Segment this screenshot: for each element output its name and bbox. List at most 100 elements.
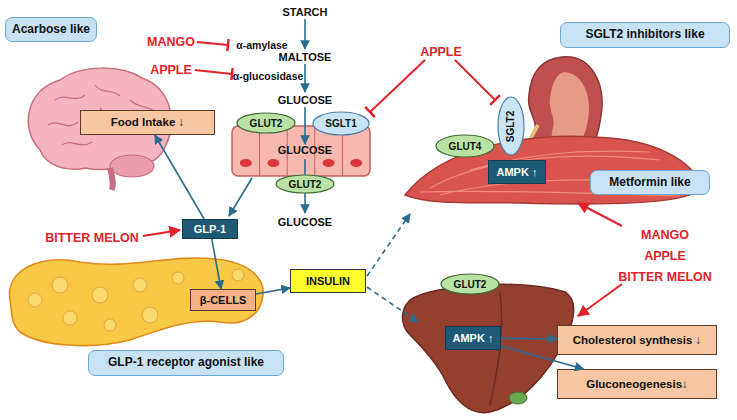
pancreas-lobule — [28, 293, 42, 307]
pancreas-lobule — [63, 311, 77, 325]
category-box: GLP-1 receptor agonist like — [88, 350, 284, 376]
category-box: Acarbose like — [5, 17, 97, 42]
fruit-label: BITTER MELON — [618, 270, 712, 284]
cell-border — [259, 126, 260, 176]
fruit-label: MANGO — [147, 35, 195, 49]
cell-nucleus — [323, 159, 335, 167]
enzyme-box: AMPK ↑ — [488, 160, 546, 184]
liver-shape — [403, 284, 574, 412]
node-text: Metformin like — [609, 176, 690, 189]
pancreas-lobule — [133, 278, 147, 292]
effect-box: Cholesterol synthesis ↓ — [557, 325, 717, 355]
category-box: Metformin like — [590, 170, 710, 195]
fruit-label: APPLE — [420, 45, 462, 59]
oval-shape — [313, 112, 369, 135]
oval-shape — [498, 97, 524, 155]
node-text: SGLT2 — [506, 110, 517, 141]
node-text: GLUT2 — [250, 118, 283, 129]
category-box: SGLT2 inhibitors like — [560, 22, 730, 48]
fruit-label: APPLE — [150, 63, 192, 77]
cell-nucleus — [240, 159, 252, 167]
node-text: Acarbose like — [12, 23, 90, 36]
molecule-label: GLUCOSE — [278, 144, 332, 156]
flow-arrow — [304, 19, 306, 49]
connector-arrow — [155, 135, 204, 219]
pancreas-lobule — [104, 319, 116, 331]
brain-stem — [110, 168, 113, 190]
cell-nucleus — [267, 159, 279, 167]
node-text: SGLT2 inhibitors like — [585, 28, 704, 41]
node-text: GLUT2 — [454, 279, 487, 290]
fruit-label: MANGO — [641, 228, 689, 242]
gallbladder — [509, 392, 527, 404]
pancreas-lobule — [172, 272, 184, 284]
inhibition-bar — [231, 68, 232, 80]
fruit-label: BITTER MELON — [45, 231, 139, 245]
transporter-oval: GLUT2 — [440, 273, 500, 295]
molecule-label: STARCH — [282, 6, 327, 18]
transporter-oval: GLUT2 — [275, 174, 335, 194]
node-text: Gluconeogenesis↓ — [586, 378, 688, 391]
pancreas-illustration — [10, 258, 264, 346]
molecule-label: GLUCOSE — [278, 94, 332, 106]
hormone-box: INSULIN — [290, 269, 366, 293]
activation-arrow — [578, 203, 622, 226]
flow-arrows — [229, 19, 418, 322]
node-text: GLP-1 receptor agonist like — [108, 356, 264, 369]
transporter-oval: GLUT4 — [435, 134, 495, 158]
enzyme-label: α-glucosidase — [233, 70, 304, 82]
dashed-arrow — [367, 214, 410, 276]
dashed-arrow — [367, 287, 418, 322]
inhibition-bar — [490, 95, 500, 105]
hormone-box: GLP-1 — [182, 219, 238, 239]
connector-arrow — [212, 239, 221, 289]
node-text: GLUT4 — [449, 141, 482, 152]
inhibition-lines — [143, 39, 622, 316]
molecule-label: MALTOSE — [279, 51, 332, 63]
oval-shape — [237, 113, 295, 133]
pancreas-lobule — [232, 269, 244, 281]
node-text: AMPK ↑ — [453, 332, 494, 344]
oval-shape — [436, 135, 494, 157]
node-text: GLP-1 — [194, 223, 226, 235]
flow-arrow — [304, 107, 306, 144]
pancreas-lobule — [142, 307, 158, 323]
node-text: INSULIN — [306, 275, 350, 287]
inhibition-line — [370, 60, 425, 112]
node-text: Cholesterol synthesis ↓ — [573, 334, 701, 347]
oval-shape — [441, 274, 499, 294]
inhibition-line — [197, 42, 228, 45]
liver-illustration — [403, 284, 574, 412]
cell-box: β-CELLS — [190, 289, 256, 311]
inhibition-line — [455, 60, 495, 100]
flow-arrow — [229, 178, 252, 216]
activation-arrow — [143, 230, 180, 236]
cell-nucleus — [350, 159, 362, 167]
inhibition-line — [195, 70, 232, 74]
fruit-label: APPLE — [644, 249, 686, 263]
cerebellum-shape — [110, 155, 154, 177]
enzyme-box: AMPK ↑ — [445, 326, 501, 350]
molecule-label: GLUCOSE — [278, 216, 332, 228]
flow-arrow — [304, 64, 306, 92]
transporter-oval: SGLT1 — [312, 111, 370, 136]
connector-arrow — [501, 337, 557, 339]
inhibition-bar — [227, 39, 228, 51]
pancreas-shape — [10, 258, 264, 346]
inhibition-bar — [365, 107, 375, 117]
node-text: Food Intake ↓ — [111, 116, 184, 129]
node-text: AMPK ↑ — [497, 166, 538, 178]
transporter-oval: GLUT2 — [236, 112, 296, 134]
node-text: β-CELLS — [200, 294, 246, 306]
enzyme-label: α-amylase — [236, 39, 287, 51]
connector-arrow — [256, 288, 290, 294]
node-text: SGLT1 — [325, 118, 356, 129]
pancreas-lobule — [52, 277, 68, 293]
node-text: GLUT2 — [289, 179, 322, 190]
effect-box: Gluconeogenesis↓ — [557, 369, 717, 399]
effect-box: Food Intake ↓ — [80, 110, 215, 135]
activation-arrow — [578, 284, 622, 316]
pancreas-lobule — [92, 287, 108, 303]
oval-shape — [276, 175, 334, 193]
